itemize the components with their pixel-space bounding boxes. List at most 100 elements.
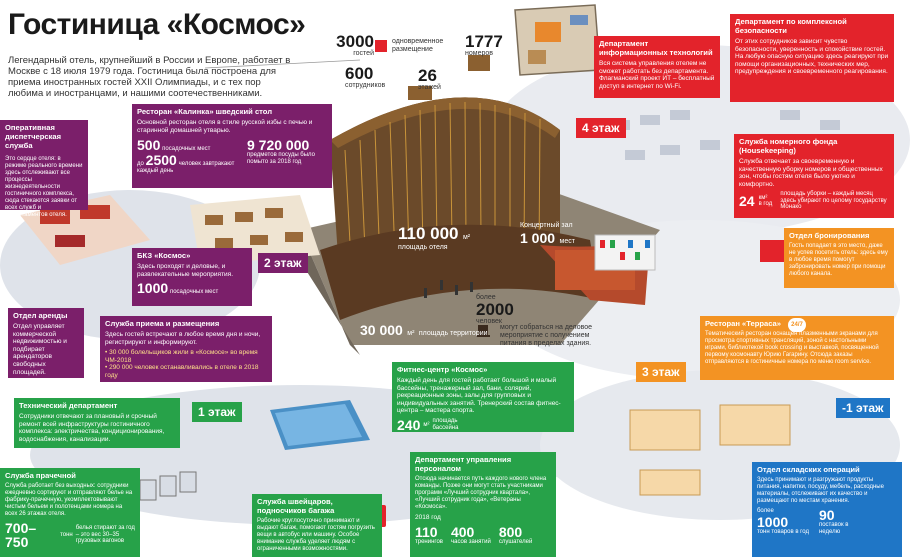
hr-trainings-label: тренингов — [415, 538, 443, 545]
hr-title: Департамент управления персоналом — [415, 455, 512, 473]
concert-hall-unit: мест — [559, 238, 575, 245]
stat-floors-value: 26 — [418, 66, 437, 85]
intro-text: Легендарный отель, крупнейший в России и… — [8, 55, 291, 99]
terrasa-badge: 24/7 — [788, 318, 806, 332]
box-icons — [375, 40, 490, 100]
terrasa-panel: Ресторан «Терраса» Тематический ресторан… — [700, 316, 894, 380]
room-plan — [514, 4, 601, 76]
housekeeping-body: Служба отвечает за своевременную и качес… — [739, 158, 883, 188]
floor-3-label: 3 этаж — [636, 362, 686, 382]
concert-hall-label: Концертный зал — [520, 222, 573, 229]
fitness-panel: Фитнес-центр «Космос» Каждый день для го… — [392, 362, 574, 432]
event-value: 2000 — [476, 300, 514, 319]
it-title: Департамент информационных технологий — [599, 39, 713, 57]
floor-2-label: 2 этаж — [258, 253, 308, 273]
dispatch-room — [20, 195, 150, 265]
kalinka-items-label: предметов посуды было помыто за 2018 год — [247, 152, 315, 165]
warehouse-deliveries-label: поставок в неделю — [818, 522, 849, 535]
housekeeping-title: Служба номерного фонда (Housekeeping) — [739, 137, 838, 155]
warehouse-goods-label: товаров в год — [771, 529, 809, 536]
dispatch-body: Это сердце отеля: в режиме реального вре… — [5, 156, 83, 218]
event-unit: человек — [476, 318, 502, 325]
terrasa-title: Ресторан «Терраса» — [705, 319, 782, 328]
dispatch-title: Оперативная диспетчерская служба — [5, 123, 62, 150]
stat-rooms: 1777 номеров — [465, 32, 503, 58]
terrasa-body: Тематический ресторан оснащен плазменным… — [705, 331, 879, 365]
booking-panel: Отдел бронирования Гость попадает в это … — [784, 228, 894, 288]
fitness-body: Каждый день для гостей работает большой … — [397, 377, 561, 415]
coffee-cup-icon — [476, 325, 490, 337]
it-body: Вся система управления отелем не сможет … — [599, 60, 715, 90]
reception-fact-1: • 30 000 болельщиков жили в «Космосе» во… — [105, 349, 258, 364]
fitness-pool-unit: м² — [423, 421, 430, 428]
security-panel: Департамент по комплексной безопасности … — [730, 14, 894, 102]
stat-guests-value: 3000 — [336, 32, 374, 51]
stat-floors: 26 этажей — [418, 66, 441, 92]
kalinka-title: Ресторан «Калинка» шведский стол — [137, 107, 273, 116]
housekeeping-area-value: 24 — [739, 193, 755, 210]
reception-body: Здесь гостей встречают в любое время дня… — [105, 331, 261, 346]
hotel-area-value: 110 000 — [398, 224, 459, 243]
hr-hours-value: 400 — [450, 523, 475, 540]
laundry-panel: Служба прачечной Служба работает без вых… — [0, 468, 140, 557]
warehouse-title: Отдел складских операций — [757, 465, 860, 474]
leader-lines — [204, 59, 361, 69]
hr-hours-label: часов занятий — [450, 538, 491, 545]
stat-rooms-value: 1777 — [465, 32, 503, 51]
bkz-panel: БКЗ «Космос» Здесь проходят и деловые, и… — [132, 248, 252, 306]
warehouse-panel: Отдел складских операций Здесь принимают… — [752, 462, 902, 557]
rent-body: Отдел управляет коммерческой недвижимост… — [13, 323, 67, 376]
housekeeping-area-unit: км² — [758, 194, 768, 201]
kalinka-seats-label: посадочных мест — [162, 146, 211, 153]
hr-panel: Департамент управления персоналом Отсюда… — [410, 452, 556, 557]
housekeeping-area-label: в год — [758, 201, 773, 208]
fitness-pool-value: 240 — [397, 416, 421, 433]
fitness-pool-label: площадь бассейна — [432, 418, 459, 431]
hotel-area: 110 000 м² площадь отеля — [398, 224, 470, 252]
kalinka-items-value: 9 720 000 — [247, 137, 310, 154]
stat-staff-value: 600 — [345, 64, 374, 83]
floor-4-label: 4 этаж — [576, 118, 626, 138]
page-title: Гостиница «Космос» — [8, 8, 306, 41]
hr-listeners-value: 800 — [498, 523, 523, 540]
reception-title: Служба приема и размещения — [105, 319, 220, 328]
stat-guests-label: гостей — [353, 50, 374, 57]
event-capacity: более 2000 человек — [476, 294, 626, 326]
hr-listeners-label: слушателей — [498, 538, 533, 545]
it-panel: Департамент информационных технологий Вс… — [594, 36, 720, 98]
technical-panel: Технический департамент Сотрудники отвеч… — [14, 398, 180, 448]
kalinka-panel: Ресторан «Калинка» шведский стол Основно… — [132, 104, 332, 188]
pool — [270, 400, 370, 450]
rent-panel: Отдел аренды Отдел управляет коммерческо… — [8, 308, 84, 378]
reception-panel: Служба приема и размещения Здесь гостей … — [100, 316, 272, 382]
concert-hall: Концертный зал 1 000 мест — [520, 222, 575, 248]
hotel-area-label: площадь отеля — [398, 244, 448, 251]
bellboys-title: Служба швейцаров, подносчиков багажа — [257, 497, 335, 515]
kalinka-breakfast-label: человек завтракают каждый день — [137, 160, 235, 175]
security-body: От этих сотрудников зависит чувство безо… — [735, 38, 889, 76]
kalinka-seats-value: 500 — [137, 137, 161, 154]
hr-body: Отсюда начинается путь каждого нового чл… — [415, 476, 547, 510]
laundry-label: белья стирают за год – это вес 30–35 гру… — [75, 525, 135, 545]
concert-hall-value: 1 000 — [520, 230, 556, 246]
hr-trainings-value: 110 — [415, 523, 438, 540]
dispatch-panel: Оперативная диспетчерская служба Это сер… — [0, 120, 88, 218]
stat-staff-label: сотрудников — [345, 82, 386, 89]
event-prefix: более — [476, 294, 496, 301]
bkz-title: БКЗ «Космос» — [137, 251, 191, 260]
restaurant-tables — [190, 195, 320, 265]
territory-value: 30 000 — [360, 322, 403, 338]
territory-label: площадь территории — [418, 330, 488, 337]
security-title: Департамент по комплексной безопасности — [735, 17, 847, 35]
stat-staff: 600 сотрудников — [345, 64, 386, 90]
laundry-body: Служба работает без выходных: сотрудники… — [5, 483, 133, 517]
territory-area: 30 000 м² площадь территории — [360, 322, 488, 340]
stat-simultaneous: одновременное размещение — [392, 38, 444, 53]
booking-body: Гость попадает в это место, даже не успе… — [789, 243, 888, 277]
housekeeping-area-note: площадь уборки – каждый месяц здесь убир… — [780, 191, 887, 211]
stat-rooms-label: номеров — [465, 50, 493, 57]
kalinka-breakfast-value: 2500 — [145, 151, 177, 168]
kalinka-body: Основной ресторан отеля в стиле русской … — [137, 119, 313, 134]
reception-fact-2: • 290 000 человек останавливались в отел… — [105, 364, 259, 379]
hr-year: 2018 год — [415, 514, 441, 521]
